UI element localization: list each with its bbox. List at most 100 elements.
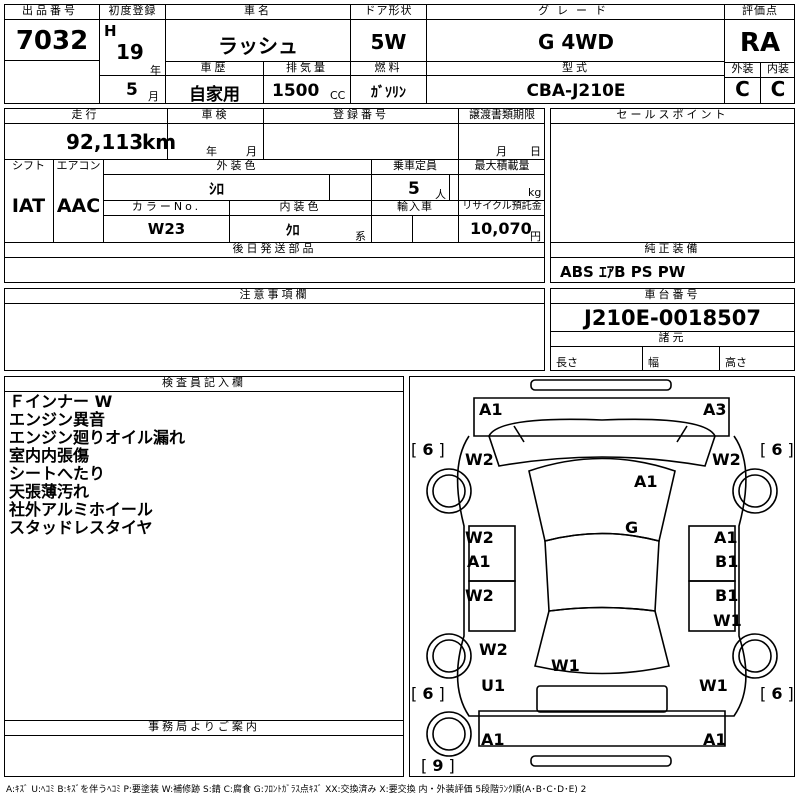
color-no-label: カラーNo. bbox=[131, 200, 202, 213]
inspector-label: 検査員記入欄 bbox=[162, 376, 246, 389]
legend-text: A:ｷｽﾞ U:ﾍｺﾐ B:ｷｽﾞを伴うﾍｺﾐ P:要塗装 W:補修跡 S:錆 … bbox=[6, 785, 587, 795]
equipment-label: 純正装備 bbox=[644, 242, 701, 255]
damage-mark: U1 bbox=[481, 676, 506, 695]
height-label: 高さ bbox=[725, 356, 747, 369]
fuel-label: 燃料 bbox=[374, 61, 403, 74]
model-value: CBA-J210E bbox=[526, 81, 626, 101]
inspection-month-unit: 月 bbox=[246, 145, 257, 158]
int-color-unit: 系 bbox=[355, 230, 366, 243]
capacity-label: 乗車定員 bbox=[393, 159, 437, 172]
interior-grade: C bbox=[770, 77, 786, 101]
color-no-value: W23 bbox=[147, 220, 186, 238]
interior-label: 内装 bbox=[767, 62, 789, 75]
lot-number: 7032 bbox=[15, 26, 89, 56]
length-label: 長さ bbox=[556, 356, 578, 369]
first-reg-label: 初度登録 bbox=[108, 4, 157, 17]
lot-label: 出品番号 bbox=[22, 4, 78, 17]
mileage-value: 92,113 bbox=[66, 130, 144, 154]
specs-label: 諸元 bbox=[658, 331, 687, 344]
caution-frame bbox=[4, 288, 545, 371]
tread-mark: 6 bbox=[422, 440, 434, 459]
max-load-label: 最大積載量 bbox=[474, 159, 530, 172]
damage-mark: W1 bbox=[551, 656, 580, 675]
car-name-label: 車名 bbox=[244, 4, 272, 17]
recycle-value: 10,070 bbox=[470, 219, 532, 238]
history-label: 車歴 bbox=[200, 61, 229, 74]
inspector-notes: Ｆインナー W エンジン異音 エンジン廻りオイル漏れ 室内内張傷 シートへたり … bbox=[9, 393, 185, 537]
displacement-unit: CC bbox=[330, 89, 346, 102]
damage-mark: A1 bbox=[481, 730, 505, 749]
mileage-unit: km bbox=[142, 130, 177, 154]
note-line: 天張薄汚れ bbox=[9, 482, 90, 501]
ac-label: エアコン bbox=[56, 159, 101, 172]
capacity-unit: 人 bbox=[435, 188, 446, 201]
mileage-label: 走行 bbox=[71, 108, 100, 121]
transfer-day-unit: 日 bbox=[530, 145, 541, 158]
car-name: ラッシュ bbox=[218, 34, 298, 58]
ext-color-label: 外装色 bbox=[216, 159, 259, 172]
transfer-label: 譲渡書類期限 bbox=[469, 108, 535, 121]
later-parts-label: 後日発送部品 bbox=[232, 242, 317, 255]
damage-mark: B1 bbox=[715, 586, 739, 605]
damage-mark: W1 bbox=[699, 676, 728, 695]
history-value: 自家用 bbox=[189, 85, 240, 105]
exterior-label: 外装 bbox=[731, 62, 754, 75]
ext-color-value: ｼﾛ bbox=[208, 180, 224, 198]
chassis-number: J210E-0018507 bbox=[584, 306, 761, 330]
damage-mark: B1 bbox=[715, 552, 739, 571]
grade-value: G 4WD bbox=[538, 30, 614, 54]
transfer-month-unit: 月 bbox=[496, 145, 507, 158]
model-label: 型式 bbox=[562, 61, 590, 74]
car-diagram bbox=[409, 376, 795, 777]
ac-value: AAC bbox=[56, 195, 101, 217]
year-unit: 年 bbox=[150, 64, 161, 77]
shift-label: シフト bbox=[12, 159, 45, 172]
car-outline-svg bbox=[426, 379, 778, 767]
int-color-label: 内装色 bbox=[279, 200, 322, 213]
note-line: 社外アルミホイール bbox=[9, 500, 153, 519]
door-label: ドア形状 bbox=[364, 4, 413, 17]
damage-mark: A3 bbox=[703, 400, 727, 419]
inspection-year-unit: 年 bbox=[206, 145, 217, 158]
note-line: Ｆインナー W bbox=[9, 392, 113, 411]
chassis-label: 車台番号 bbox=[644, 288, 701, 301]
note-line: シートへたり bbox=[9, 464, 106, 483]
damage-mark: A1 bbox=[467, 552, 491, 571]
damage-mark: W2 bbox=[712, 450, 741, 469]
damage-mark: A1 bbox=[479, 400, 503, 419]
note-line: エンジン廻りオイル漏れ bbox=[9, 428, 186, 447]
recycle-unit: 円 bbox=[530, 230, 541, 243]
shift-value: IAT bbox=[11, 195, 46, 217]
exterior-grade: C bbox=[735, 77, 750, 101]
sales-points-label: セールスポイント bbox=[616, 108, 729, 121]
int-color-value: ｸﾛ bbox=[285, 223, 300, 239]
era: H bbox=[104, 22, 117, 40]
inspection-label: 車検 bbox=[201, 108, 230, 121]
damage-mark: W2 bbox=[465, 528, 494, 547]
note-line: エンジン異音 bbox=[9, 410, 106, 429]
damage-mark: A1 bbox=[634, 472, 658, 491]
score-label: 評価点 bbox=[742, 4, 778, 17]
damage-mark: W1 bbox=[713, 611, 742, 630]
max-load-unit: kg bbox=[528, 186, 542, 199]
displacement-value: 1500 bbox=[272, 81, 320, 101]
damage-mark: W2 bbox=[479, 640, 508, 659]
inspector-frame bbox=[4, 376, 404, 777]
damage-mark: W2 bbox=[465, 586, 494, 605]
month-unit: 月 bbox=[148, 90, 159, 103]
damage-mark: A1 bbox=[714, 528, 738, 547]
damage-mark: W2 bbox=[465, 450, 494, 469]
header-frame bbox=[4, 4, 795, 104]
reg-month: 5 bbox=[126, 80, 138, 100]
damage-mark: A1 bbox=[703, 730, 727, 749]
score-value: RA bbox=[739, 28, 781, 58]
capacity-value: 5 bbox=[408, 179, 420, 199]
chassis-frame bbox=[550, 288, 795, 371]
grade-label: グレード bbox=[538, 4, 614, 17]
reg-number-label: 登録番号 bbox=[333, 108, 389, 121]
equipment-value: ABS ｴｱB PS PW bbox=[560, 263, 686, 281]
sales-frame bbox=[550, 108, 795, 283]
fuel-value: ｶﾞｿﾘﾝ bbox=[371, 85, 406, 101]
reg-year: 19 bbox=[116, 40, 144, 64]
tread-mark: 6 bbox=[422, 684, 434, 703]
